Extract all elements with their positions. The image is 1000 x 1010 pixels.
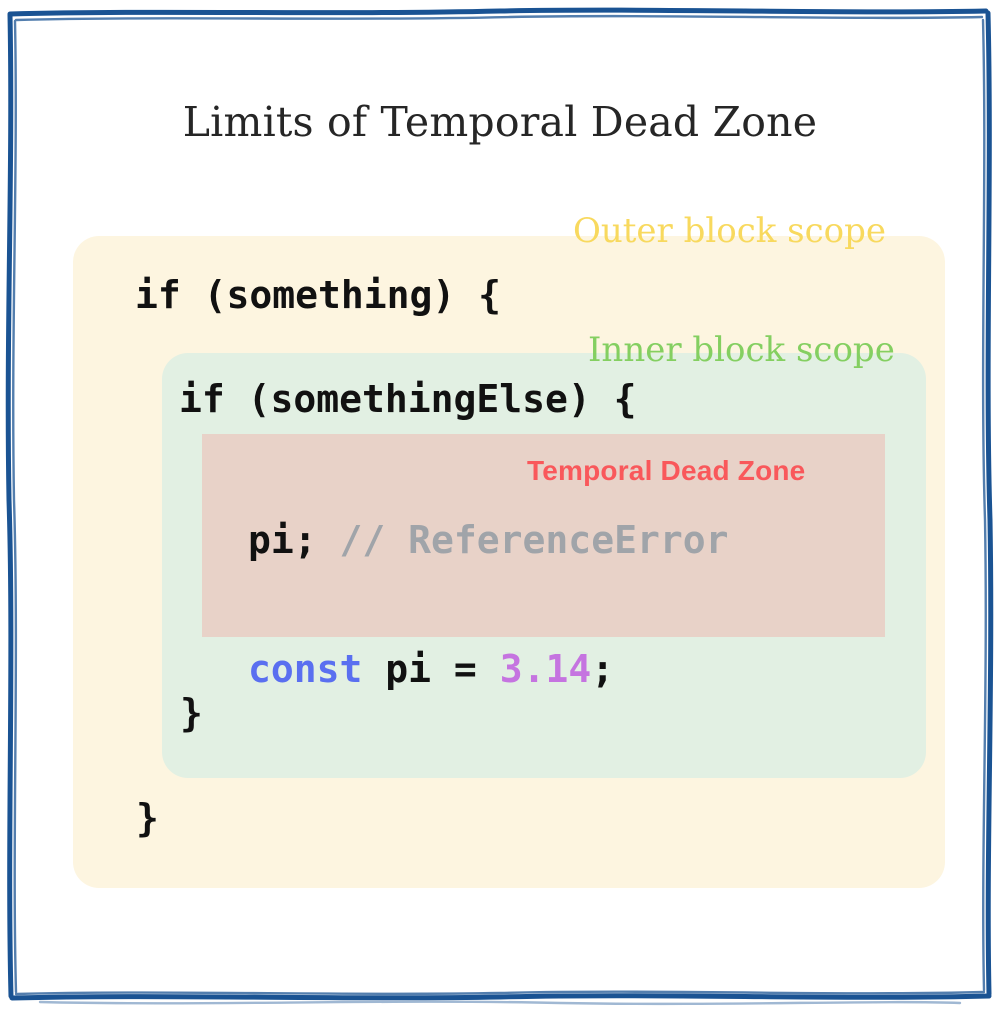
- tdz-space-token: [317, 518, 340, 562]
- const-declaration-code-line: const pi = 3.14;: [248, 647, 614, 691]
- const-keyword-token: const: [248, 647, 363, 691]
- temporal-dead-zone-code-line: pi; // ReferenceError: [248, 518, 728, 562]
- const-value-token: 3.14: [499, 647, 592, 691]
- outer-scope-close-code-line: }: [136, 796, 159, 840]
- tdz-statement-token: pi;: [248, 518, 317, 562]
- temporal-dead-zone-label: Temporal Dead Zone: [527, 455, 806, 486]
- inner-scope-open-code-line: if (somethingElse) {: [179, 377, 637, 421]
- const-terminator-token: ;: [591, 647, 615, 691]
- outer-block-scope-label: Outer block scope: [573, 211, 887, 251]
- page-title: Limits of Temporal Dead Zone: [182, 98, 818, 146]
- inner-block-scope-label: Inner block scope: [588, 330, 895, 370]
- tdz-comment-token: // ReferenceError: [339, 518, 729, 562]
- const-space-token: [362, 647, 385, 691]
- temporal-dead-zone-panel: [202, 434, 885, 637]
- inner-scope-close-code-line: }: [180, 691, 203, 735]
- outer-scope-open-code-line: if (something) {: [135, 273, 502, 317]
- const-identifier-token: pi: [385, 647, 432, 691]
- const-operator-token: =: [431, 647, 500, 691]
